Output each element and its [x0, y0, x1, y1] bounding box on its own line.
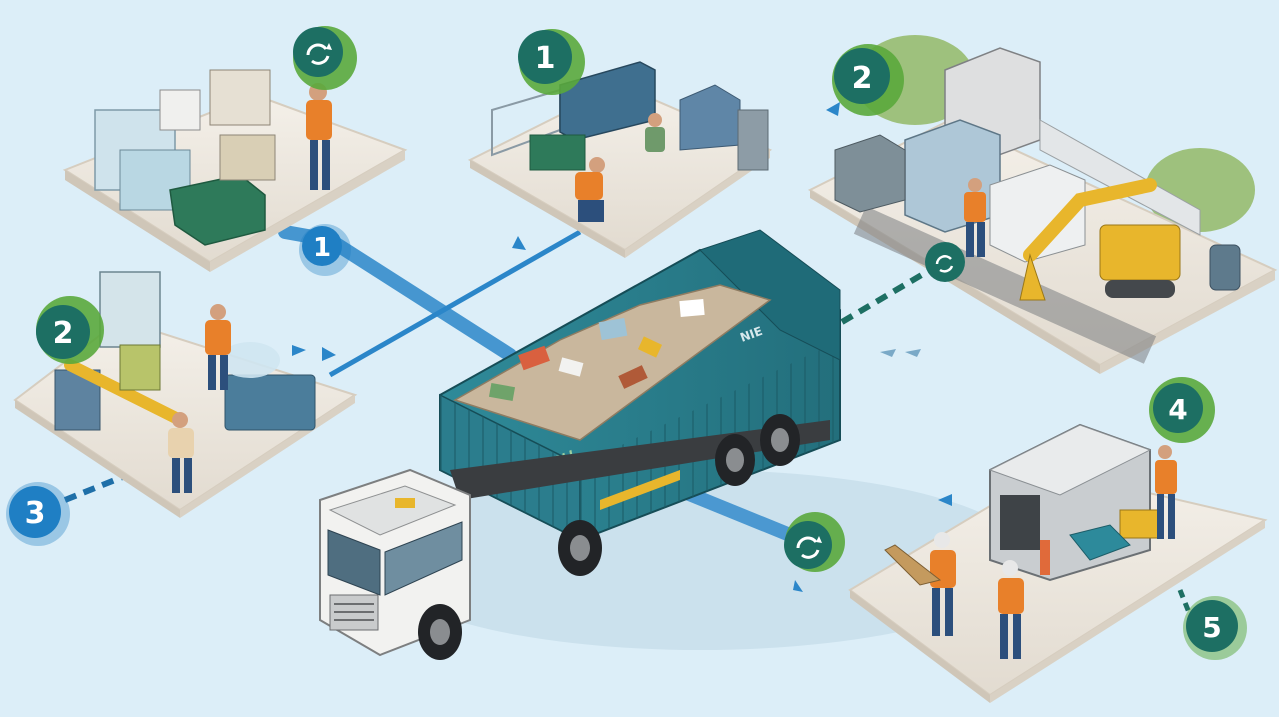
- marker-bottom-left-label: 3: [25, 496, 46, 531]
- marker-top-center: 1: [518, 29, 585, 95]
- station-top-right: [807, 35, 1278, 374]
- worker-top-center: [575, 157, 605, 222]
- arrow-right-2: [905, 349, 921, 357]
- garbage-truck: DOLL NIE: [319, 229, 841, 660]
- marker-bottom-left: 3: [6, 482, 70, 546]
- excavator: [1019, 178, 1181, 301]
- arrow-topright: [826, 102, 840, 116]
- marker-truck-recycle: [784, 512, 845, 592]
- marker-bottom-right-lower: 5: [1183, 596, 1247, 660]
- recycle-icon: [306, 43, 332, 65]
- arrow-topcenter: [512, 236, 526, 250]
- arrow-bottomright: [938, 494, 952, 506]
- worker-bottom-right-3: [1155, 445, 1177, 539]
- marker-bottom-right-upper: 4: [1149, 377, 1215, 443]
- marker-left-middle-label: 2: [53, 316, 74, 351]
- waste-debris: [488, 298, 705, 401]
- arrow-left-1: [292, 345, 306, 356]
- marker-left-middle: 2: [36, 296, 104, 364]
- marker-center-left-line: 1: [299, 224, 351, 276]
- arrow-right-1: [880, 349, 896, 357]
- marker-top-center-label: 1: [535, 41, 556, 76]
- recycle-icon: [796, 536, 822, 559]
- connector-topcenter-left: [328, 229, 582, 378]
- truck-waste-load: [453, 284, 772, 441]
- recycle-icon: [935, 255, 954, 273]
- station-top-left: [62, 69, 408, 272]
- marker-right-connector-recycle: [925, 242, 965, 282]
- worker-bottom-right-2: [998, 560, 1024, 659]
- worker-top-right: [964, 178, 986, 257]
- connector-right-lower: [1177, 589, 1193, 616]
- worker-left-middle-2: [168, 412, 194, 493]
- worker-top-center-2: [645, 113, 665, 152]
- marker-top-right: 2: [832, 44, 904, 116]
- marker-bottom-right-upper-label: 4: [1168, 393, 1187, 426]
- station-bottom-right: [848, 423, 1268, 703]
- connector-truck-right: [840, 267, 932, 325]
- worker-top-left: [306, 83, 332, 190]
- station-left-middle: [13, 271, 358, 518]
- worker-left-middle-1: [205, 304, 231, 390]
- arrow-left-2: [322, 347, 336, 361]
- marker-top-right-label: 2: [852, 61, 873, 96]
- marker-bottom-right-lower-label: 5: [1202, 611, 1221, 644]
- station-top-center: [467, 61, 773, 258]
- marker-center-left-line-label: 1: [313, 233, 331, 263]
- truck-wheels: [418, 414, 800, 660]
- marker-top-left-recycle: [293, 26, 357, 90]
